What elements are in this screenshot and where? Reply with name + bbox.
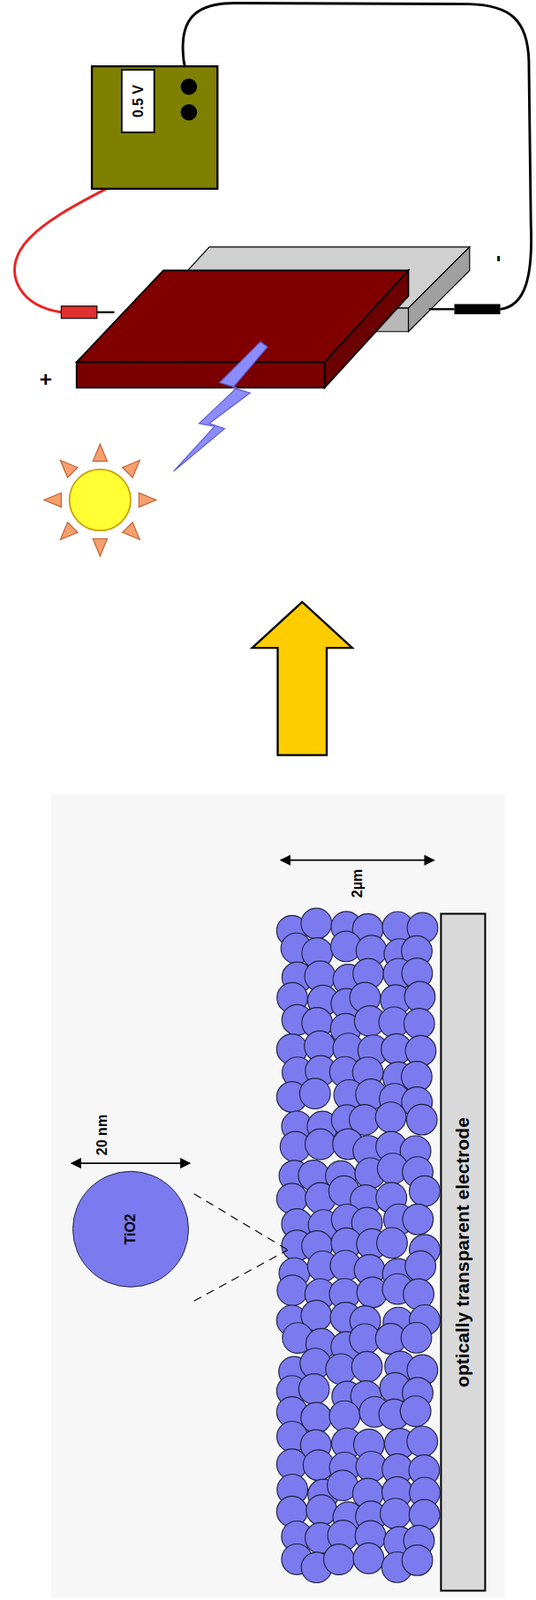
nanoparticle [301,908,333,940]
nanoparticle [401,1546,433,1578]
nanoparticle [409,1176,441,1208]
voltmeter-body [91,66,218,189]
dimension-label: 20 nm [94,1115,111,1156]
nanoparticle [305,1129,337,1161]
dimension-arrow [280,860,434,862]
nanoparticle [299,1079,331,1110]
nanoparticle [329,1401,361,1433]
sun-ray [92,444,107,462]
zoom-line [194,1250,288,1302]
terminal-stub [429,308,455,310]
zoom-line [194,1194,288,1252]
nanoparticle [400,1323,432,1355]
hidden-edge [102,362,325,363]
electrode-bar: optically transparent electrode [440,913,487,1593]
nanoparticle [298,1374,330,1406]
nanoparticle [324,1545,355,1577]
polarity-sign: - [485,255,509,263]
nanoparticle [351,1351,383,1383]
nanoparticle [277,1275,309,1307]
sun-ray [122,522,141,541]
nanoparticle [406,1104,438,1136]
node-text: optically transparent electrode [452,1117,474,1389]
sun-ray [92,538,107,557]
negative-terminal [454,304,501,316]
nanoparticle [403,1279,435,1311]
light-bolt [173,341,268,472]
nanoparticle [408,1500,440,1532]
meter-socket [181,104,197,121]
nanoparticle [403,1009,435,1041]
scene [15,2,532,1599]
dimension-label: 2µm [349,869,366,899]
nanoparticle [404,981,436,1013]
polarity-sign: + [34,373,58,386]
node-text: 0.5 V [129,84,146,118]
nanoparticle [402,1204,434,1236]
nanoparticle [407,1426,438,1458]
sun-ray [138,492,157,507]
dimension-arrow [71,1162,190,1165]
positive-terminal [60,306,97,319]
terminal-stub [97,311,115,314]
nanoparticle [306,1495,338,1527]
particle-circle: TiO2 [72,1171,189,1289]
nanoparticle [353,1543,385,1575]
nanoparticle-film [276,908,440,1584]
sun-ray [60,460,78,479]
nanoparticle [380,1499,412,1531]
nanoparticle [377,1228,408,1260]
panel-ground [51,794,506,1600]
sun-rays [44,444,157,557]
sun-ray [60,522,78,541]
back-plate [407,247,469,333]
nanoparticle [405,1251,437,1283]
process-arrow [252,602,353,755]
sun-ray [44,492,62,507]
node-text: TiO2 [122,1215,139,1246]
nanoparticle [400,1396,431,1428]
front-plate [76,362,325,388]
meter-display: 0.5 V [120,68,155,134]
meter-socket [181,78,197,95]
sun [69,469,131,531]
sun-ray [122,460,141,479]
front-plate [324,270,409,388]
nanoparticle [375,1102,407,1134]
